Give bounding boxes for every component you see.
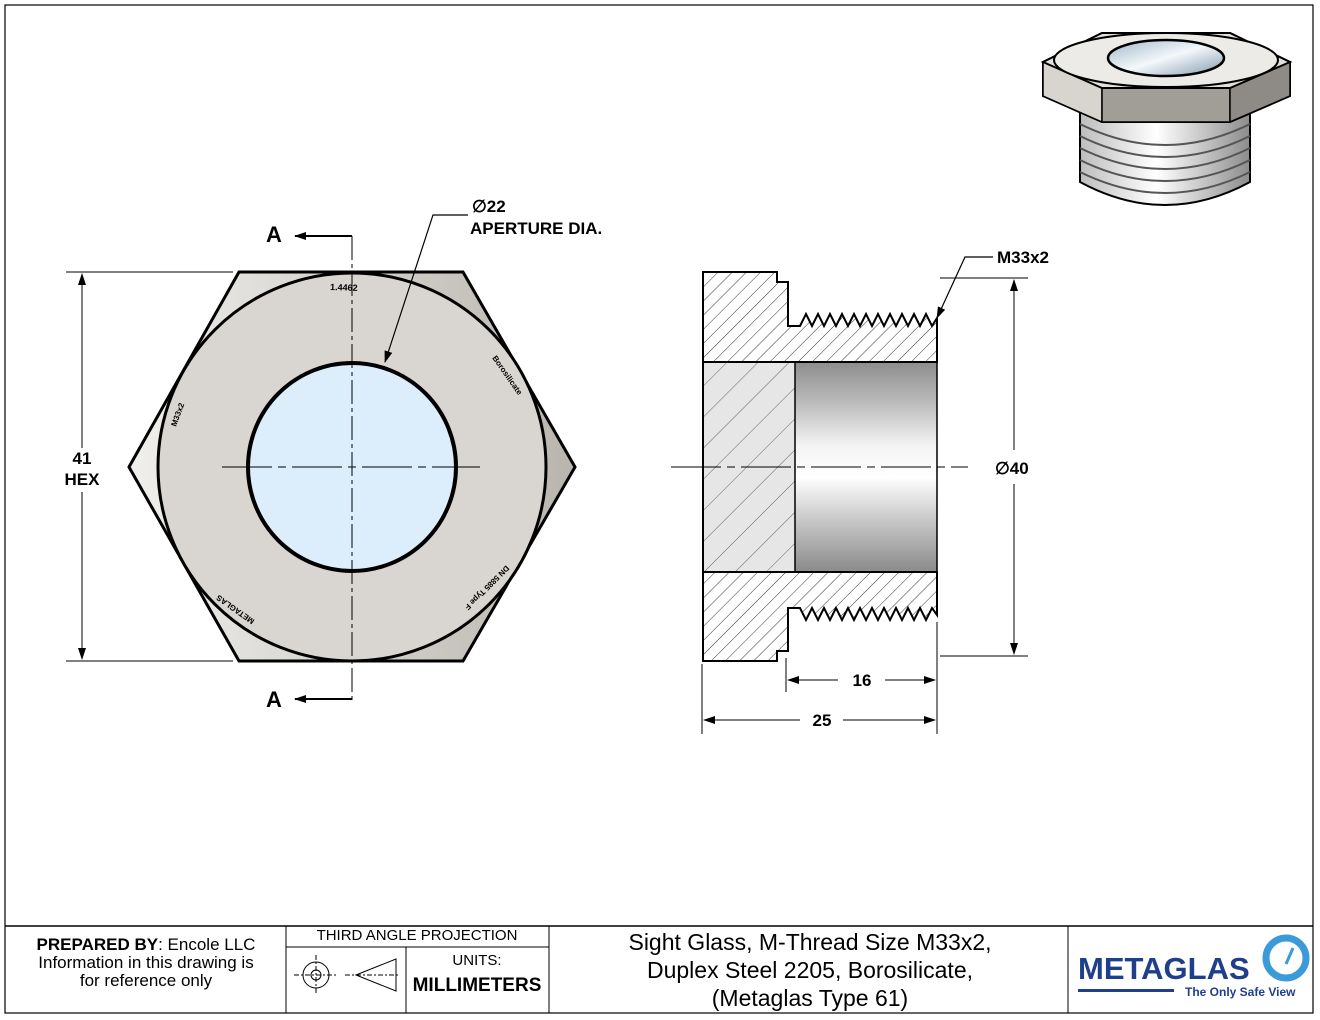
overall-length-value: 25	[813, 711, 832, 730]
projection-symbol	[294, 955, 400, 995]
thread-length-value: 16	[853, 671, 872, 690]
section-wall-lower	[702, 571, 938, 662]
projection-title: THIRD ANGLE PROJECTION	[316, 927, 518, 944]
title-block-frame	[5, 925, 1313, 1013]
section-label-bottom: A	[266, 687, 282, 712]
hex-dimension-value: 41	[73, 449, 92, 468]
prepared-by-block: PREPARED BY: Encole LLC Information in t…	[8, 936, 284, 990]
part-description: Sight Glass, M-Thread Size M33x2, Duplex…	[552, 928, 1068, 1012]
units-label: UNITS:	[452, 952, 502, 969]
logo-mark	[1078, 934, 1310, 992]
description-line3: (Metaglas Type 61)	[711, 985, 909, 1011]
sheet-border	[4, 4, 1314, 1014]
engraving-material: 1.4462	[330, 282, 358, 293]
reference-note-line2: for reference only	[79, 971, 213, 990]
brand-logo: METAGLAS	[1078, 951, 1250, 986]
outer-diameter-value: ∅40	[995, 459, 1029, 478]
description-line1: Sight Glass, M-Thread Size M33x2,	[628, 929, 992, 955]
brand-tagline: The Only Safe View	[1185, 985, 1296, 999]
thread-size-label: M33x2	[997, 248, 1049, 267]
aperture-diameter-value: ∅22	[472, 197, 506, 216]
units-value: MILLIMETERS	[412, 975, 542, 996]
reference-note-line1: Information in this drawing is	[38, 953, 254, 972]
prepared-by-label: PREPARED BY	[36, 935, 159, 954]
front-view: 1.4462 Borosilicate M33x2 DN 5885 Type F…	[65, 197, 603, 712]
section-label-top: A	[266, 222, 282, 247]
isometric-render	[1040, 32, 1293, 206]
hex-dimension-label: HEX	[65, 470, 101, 489]
prepared-by-value: : Encole LLC	[158, 935, 256, 954]
thread-leader	[936, 256, 993, 319]
section-view: M33x2 ∅40 16 25	[671, 248, 1049, 734]
aperture-leader	[384, 214, 468, 363]
section-wall-upper	[702, 271, 938, 363]
aperture-diameter-label: APERTURE DIA.	[470, 219, 602, 238]
description-line2: Duplex Steel 2205, Borosilicate,	[646, 957, 974, 983]
